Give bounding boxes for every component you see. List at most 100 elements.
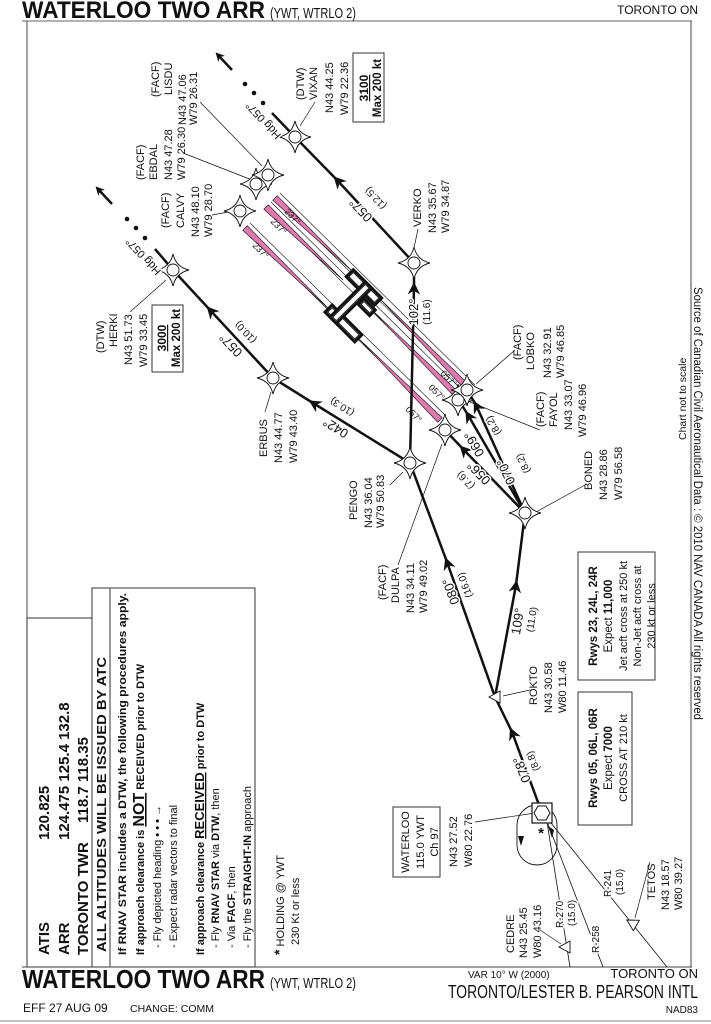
fix-calvy-name: CALVY: [175, 192, 187, 228]
fix-herki-type: (DTW): [95, 321, 107, 353]
comm-label: ARR: [56, 922, 73, 955]
received-item-part: via: [210, 841, 222, 861]
not-received-item-part: - Fly depicted heading: [152, 837, 164, 948]
navaid-frequency: 115.0 YWT: [415, 815, 427, 869]
not-received-heading-part: If approach clearance is: [135, 827, 147, 955]
fix-lisdu-latitude: N43 47.06: [177, 74, 189, 125]
holding-note-part: HOLDING @ YWT: [275, 855, 287, 950]
airport-runways: [322, 267, 384, 344]
fix-cedre-longitude: W80 43.16: [532, 905, 544, 958]
received-heading-part: RECEIVED: [192, 772, 207, 838]
fix-tetos-latitude: N43 18.57: [660, 859, 672, 910]
vor-dme-icon: [531, 802, 553, 824]
navaid-name: WATERLOO: [400, 811, 412, 873]
fix-lisdu-type: (FACF): [150, 62, 162, 97]
not-received-item-part: • • • →: [152, 805, 164, 837]
fix-fayol-type: (FACF): [535, 392, 547, 427]
fix-lobko-longitude: W79 46.85: [555, 325, 567, 378]
fix-pengo-symbol: [393, 446, 427, 480]
heading-dot: [251, 90, 257, 96]
final-approach-course-outbound: [263, 204, 344, 281]
location-label: TORONTO ON: [617, 3, 698, 17]
fix-rokto-latitude: N43 30.58: [543, 662, 555, 713]
heading-arrow-vixan: [215, 52, 233, 71]
speed-restriction-vixan: Max 200 kt: [372, 59, 384, 117]
fix-tetos-symbol: [625, 919, 641, 932]
fix-verko-symbol: [397, 246, 431, 280]
leader-line: [199, 101, 263, 167]
fix-rokto-longitude: W80 11.46: [557, 661, 569, 713]
fix-dulpa-type: (FACF): [377, 565, 389, 600]
fix-pengo-longitude: W79 50.83: [375, 475, 387, 528]
comm-frequencies: 124.475 125.4 132.8: [56, 702, 73, 840]
altitude-restriction-herki: 3000: [155, 324, 169, 351]
fix-vixan-symbol: [278, 120, 312, 154]
comm-label: ATIS: [36, 922, 53, 955]
leader-line: [502, 689, 531, 697]
leader-line: [211, 211, 229, 216]
not-received-heading-part: prior to DTW: [135, 663, 147, 733]
fix-boned-symbol: [508, 496, 542, 530]
fix-ebdal-latitude: N43 47.28: [163, 129, 175, 180]
fix-erbus-longitude: W79 43.40: [288, 410, 300, 463]
holding-asterisk: *: [538, 825, 544, 842]
fix-lisdu-longitude: W79 26.31: [188, 72, 200, 125]
leg-rokto-boned: [493, 512, 527, 698]
fix-vixan-longitude: W79 22.36: [339, 62, 351, 115]
holding-note: * HOLDING @ YWT: [271, 855, 287, 955]
radial-241-distance: (15.0): [615, 869, 626, 895]
navaid-latitude: N43 27.52: [448, 816, 460, 867]
fix-calvy-symbol: [223, 194, 257, 228]
leg-pengo-erbus: [272, 376, 411, 465]
fix-dulpa-latitude: N43 34.11: [405, 563, 417, 613]
fix-calvy-latitude: N43 48.10: [190, 186, 202, 237]
fix-lisdu-symbol: [251, 158, 285, 192]
runway-west-speed: 230 kt or less: [646, 583, 658, 649]
received-item-part: , then: [226, 866, 238, 894]
fix-boned-latitude: N43 28.86: [598, 449, 610, 500]
navaid-box: [392, 806, 441, 878]
fix-pengo-latitude: N43 36.04: [363, 477, 375, 528]
heading-dot: [124, 216, 130, 222]
magnetic-variation: VAR 10° W (2000): [468, 970, 550, 981]
received-item-part: , then: [210, 788, 222, 816]
not-received-item: - Expect radar vectors to final: [168, 805, 180, 948]
heading-arrow-herki: [95, 186, 113, 205]
fix-dulpa-name: DULPA: [390, 566, 402, 603]
procedures-box: [91, 587, 256, 968]
leader-line: [535, 484, 586, 513]
fix-herki-name: HERKI: [108, 313, 120, 347]
radial-241-line: [546, 817, 668, 968]
not-received-heading: If approach clearance is NOT RECEIVED pr…: [131, 663, 148, 955]
airport-name: TORONTO/LESTER B. PEARSON INTL: [448, 982, 698, 1002]
received-item: - Via FACF, then: [226, 866, 238, 948]
runway-box-east: [577, 691, 633, 826]
leg-erbus-herki: [172, 269, 274, 379]
leader-line: [474, 812, 536, 823]
navaid-longitude: W80 22.76: [463, 814, 475, 867]
rnav-note: If RNAV STAR includes a DTW, the followi…: [117, 593, 129, 955]
not-received-item: - Fly depicted heading • • • →: [152, 805, 164, 948]
radial-270-label: R-270: [555, 900, 566, 928]
fix-dulpa-symbol: [428, 413, 462, 447]
holding-arrow-icon: [518, 836, 524, 846]
fix-cedre-latitude: N43 25.45: [518, 907, 530, 958]
leg-ywt-rokto: [493, 696, 544, 814]
fix-lobko-latitude: N43 32.91: [542, 327, 554, 378]
final-course-line: [279, 192, 476, 386]
received-item-part: RNAV STAR: [210, 861, 222, 924]
final-approach-course-inbound: [357, 337, 443, 423]
leader-line: [129, 279, 167, 313]
final-approach-course-outbound: [242, 225, 331, 311]
comm-frequencies: 120.825: [36, 786, 53, 840]
received-item-part: FACF: [226, 894, 238, 923]
fix-erbus-name: ERBUS: [258, 419, 270, 457]
comm-label: TORONTO TWR: [75, 842, 92, 955]
fix-lobko-type: (FACF): [512, 325, 524, 360]
received-heading: If approach clearance RECEIVED prior to …: [192, 702, 207, 955]
received-item-part: - Via: [226, 923, 238, 948]
runway-west-expect-part: Expect: [603, 614, 615, 652]
runway-east-expect-part: 7000: [603, 726, 615, 752]
